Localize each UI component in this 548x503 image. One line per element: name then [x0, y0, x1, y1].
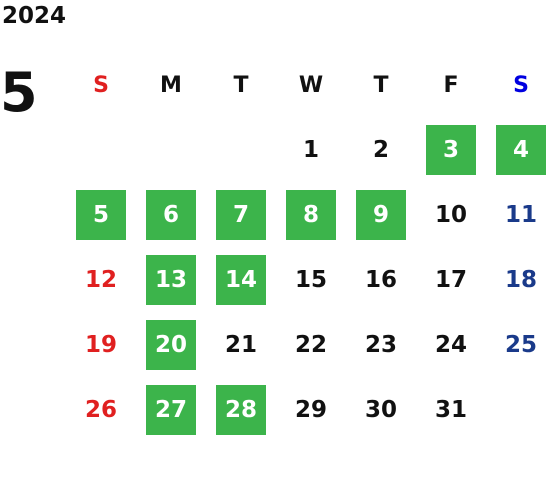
month-number: 5: [0, 61, 38, 124]
weekday-header: M: [160, 72, 182, 98]
day-cell-3[interactable]: 3: [426, 125, 476, 175]
day-cell-11[interactable]: 11: [504, 202, 537, 228]
day-cell-26[interactable]: 26: [84, 397, 117, 423]
day-cell-17[interactable]: 17: [434, 267, 467, 293]
day-cell-4[interactable]: 4: [496, 125, 546, 175]
day-cell-28[interactable]: 28: [216, 385, 266, 435]
day-cell-15[interactable]: 15: [294, 267, 327, 293]
day-cell-9[interactable]: 9: [356, 190, 406, 240]
day-cell-23[interactable]: 23: [364, 332, 397, 358]
day-cell-7[interactable]: 7: [216, 190, 266, 240]
day-cell-1[interactable]: 1: [302, 137, 319, 163]
day-cell-6[interactable]: 6: [146, 190, 196, 240]
day-cell-14[interactable]: 14: [216, 255, 266, 305]
day-cell-25[interactable]: 25: [504, 332, 537, 358]
day-cell-8[interactable]: 8: [286, 190, 336, 240]
weekday-header: W: [298, 72, 324, 98]
day-cell-2[interactable]: 2: [372, 137, 389, 163]
year-label: 2024: [2, 3, 67, 29]
day-cell-29[interactable]: 29: [294, 397, 327, 423]
day-cell-13[interactable]: 13: [146, 255, 196, 305]
day-cell-22[interactable]: 22: [294, 332, 327, 358]
day-cell-16[interactable]: 16: [364, 267, 397, 293]
day-cell-19[interactable]: 19: [84, 332, 117, 358]
day-cell-21[interactable]: 21: [224, 332, 257, 358]
weekday-header: S: [513, 72, 529, 98]
day-cell-18[interactable]: 18: [504, 267, 537, 293]
day-cell-5[interactable]: 5: [76, 190, 126, 240]
weekday-header: S: [93, 72, 109, 98]
weekday-header: T: [233, 72, 249, 98]
day-cell-12[interactable]: 12: [84, 267, 117, 293]
day-cell-30[interactable]: 30: [364, 397, 397, 423]
weekday-header: F: [443, 72, 459, 98]
day-cell-10[interactable]: 10: [434, 202, 467, 228]
day-cell-27[interactable]: 27: [146, 385, 196, 435]
weekday-header: T: [373, 72, 389, 98]
day-cell-31[interactable]: 31: [434, 397, 467, 423]
day-cell-24[interactable]: 24: [434, 332, 467, 358]
day-cell-20[interactable]: 20: [146, 320, 196, 370]
